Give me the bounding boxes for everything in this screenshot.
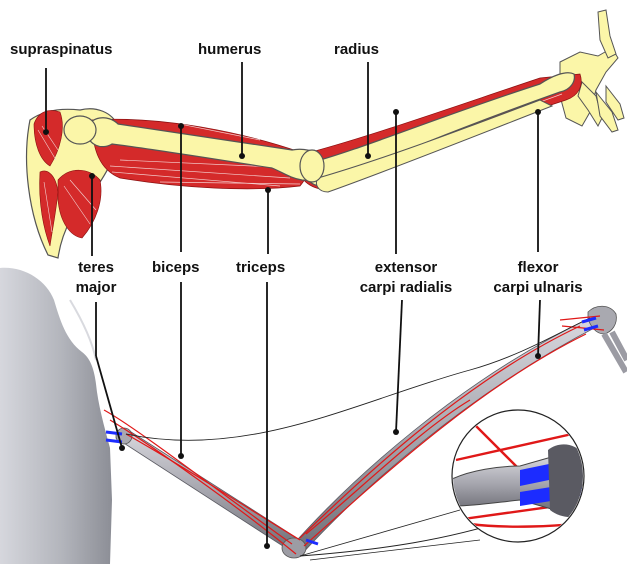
label-supraspinatus: supraspinatus — [10, 40, 113, 60]
magnified-wrist-inset — [300, 410, 600, 560]
label-teres-major: teres major — [60, 258, 132, 298]
label-teres-major-line2: major — [60, 278, 132, 298]
hand — [560, 10, 624, 132]
label-extensor-line2: carpi radialis — [346, 278, 466, 298]
label-radius: radius — [334, 40, 379, 60]
humeral-head — [64, 116, 96, 144]
label-extensor-line1: extensor — [346, 258, 466, 278]
label-extensor-carpi-radialis: extensor carpi radialis — [346, 258, 466, 298]
label-teres-major-line1: teres — [60, 258, 132, 278]
label-flexor-line1: flexor — [478, 258, 598, 278]
label-flexor-line2: carpi ulnaris — [478, 278, 598, 298]
radius-bone — [305, 73, 574, 186]
label-flexor-carpi-ulnaris: flexor carpi ulnaris — [478, 258, 598, 298]
label-biceps: biceps — [152, 258, 200, 278]
model-upper-arm — [116, 430, 300, 552]
anatomical-arm — [27, 10, 624, 258]
elbow-joint — [300, 150, 324, 182]
label-humerus: humerus — [198, 40, 261, 60]
label-triceps: triceps — [236, 258, 285, 278]
